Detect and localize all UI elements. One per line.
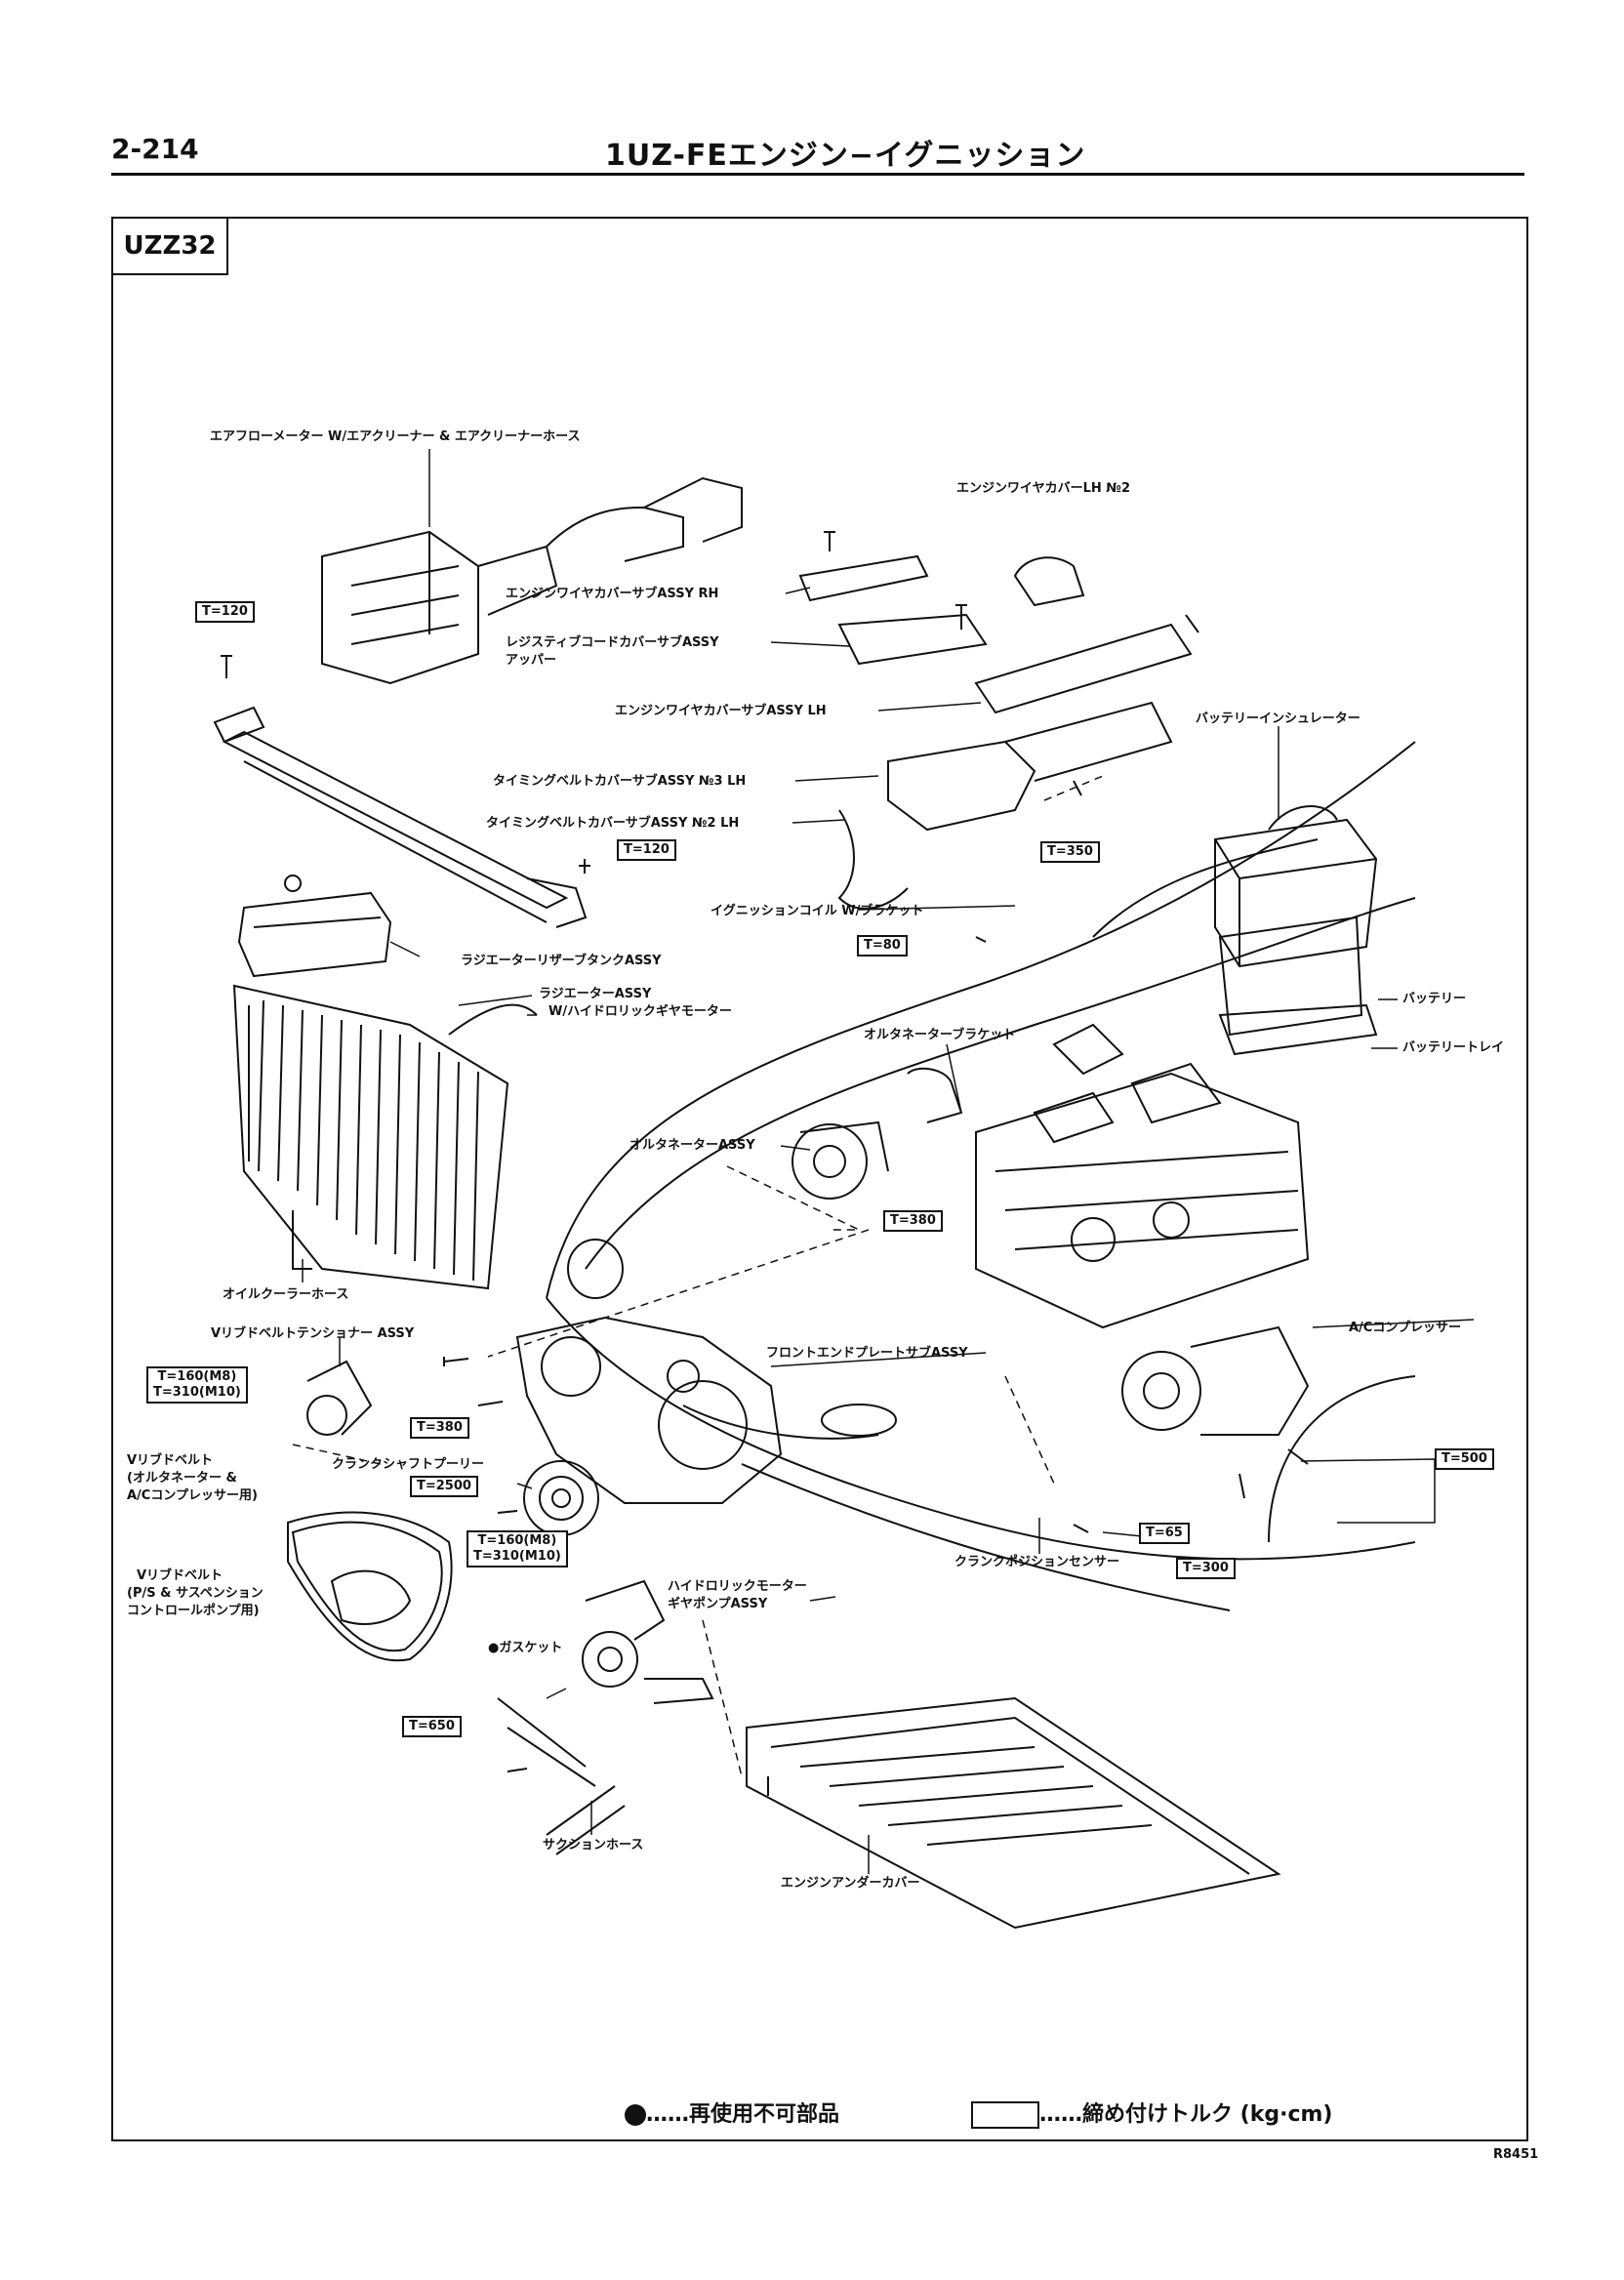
- torque-box: T=350: [1040, 841, 1100, 863]
- torque-box: T=65: [1139, 1523, 1190, 1544]
- page-number: 2-214: [111, 133, 199, 165]
- label-battery-tray: バッテリートレイ: [1402, 1040, 1505, 1055]
- label-resistive-cord-cover-upper: アッパー: [506, 653, 557, 668]
- label-resistive-cord-cover: レジスティブコードカバーサブASSY: [506, 635, 719, 650]
- label-hydraulic-motor-pump: ギヤポンプASSY: [668, 1597, 768, 1611]
- torque-box: T=650: [402, 1716, 462, 1737]
- torque-box: T=380: [883, 1210, 943, 1232]
- torque-box: T=380: [410, 1417, 469, 1439]
- label-battery: バッテリー: [1402, 992, 1467, 1006]
- label-battery-insulator: バッテリーインシュレーター: [1196, 712, 1360, 726]
- label-hydraulic-motor: ハイドロリックモーター: [668, 1579, 807, 1594]
- label-v-belt-2-line2: (P/S & サスペンション: [127, 1586, 264, 1601]
- radiator-support-drawing: [213, 706, 588, 928]
- v-belts-drawing: [287, 1511, 453, 1662]
- label-timing-belt-cover-no3: タイミングベルトカバーサブASSY №3 LH: [493, 774, 747, 789]
- header-rule: [111, 173, 1524, 176]
- label-oil-cooler-hose: オイルクーラーホース: [223, 1287, 349, 1302]
- hydraulic-pump-drawing: [582, 1579, 714, 1704]
- label-v-belt-1-line2: (オルタネーター &: [127, 1471, 237, 1486]
- alternator-drawing: [792, 1067, 963, 1200]
- label-v-belt-1: Vリブドベルト: [127, 1453, 214, 1468]
- label-gasket: ●ガスケット: [488, 1641, 563, 1655]
- torque-m10: T=310(M10): [153, 1385, 241, 1400]
- diagram-frame: [111, 217, 1528, 2141]
- label-v-belt-2-line3: コントロールポンプ用): [127, 1604, 260, 1618]
- engine-drawing: [975, 1023, 1310, 1329]
- reserve-tank-drawing: [237, 875, 392, 978]
- torque-box-m8-m10: T=160(M8) T=310(M10): [467, 1530, 568, 1568]
- car-body-outline: [546, 741, 1416, 1611]
- non-reusable-dot-icon: [625, 2104, 646, 2126]
- torque-box: T=80: [857, 935, 908, 957]
- leader-lines: [302, 449, 1475, 1874]
- label-wire-cover-lh-no2: エンジンワイヤカバーLH №2: [956, 481, 1130, 496]
- torque-box: T=500: [1435, 1448, 1494, 1470]
- torque-box: T=120: [617, 839, 676, 861]
- label-airflow-meter: エアフローメーター W/エアクリーナー & エアクリーナーホース: [210, 429, 581, 444]
- crank-pulley-drawing: [523, 1460, 599, 1536]
- bolts-drawing: [221, 531, 1309, 1796]
- label-v-belt-2: Vリブドベルト: [137, 1568, 223, 1583]
- label-ac-compressor: A/Cコンプレッサー: [1349, 1321, 1461, 1335]
- front-end-plate-drawing: [515, 1316, 783, 1504]
- legend-torque: ……締め付けトルク (kg·cm): [971, 2097, 1332, 2129]
- label-radiator-hydraulic: W/ハイドロリックギヤモーター: [548, 1004, 732, 1019]
- label-wire-cover-sub-rh: エンジンワイヤカバーサブASSY RH: [506, 587, 719, 601]
- page-title: 1UZ-FEエンジン−イグニッション: [605, 139, 1086, 173]
- torque-box-m8-m10: T=160(M8) T=310(M10): [146, 1366, 248, 1404]
- label-crank-position-sensor: クランクポジションセンサー: [954, 1555, 1120, 1569]
- ac-compressor-drawing: [1121, 1325, 1310, 1436]
- legend-non-reusable: ……再使用不可部品: [625, 2097, 839, 2128]
- label-v-belt-1-line3: A/Cコンプレッサー用): [127, 1488, 258, 1503]
- torque-m10: T=310(M10): [473, 1549, 561, 1564]
- label-alternator-bracket: オルタネーターブラケット: [864, 1028, 1016, 1042]
- label-engine-under-cover: エンジンアンダーカバー: [781, 1876, 920, 1891]
- torque-box-icon: [971, 2101, 1039, 2129]
- label-suction-hose: サクションホース: [543, 1838, 644, 1852]
- air-cleaner-drawing: [321, 476, 743, 685]
- legend-torque-text: ……締め付けトルク (kg·cm): [1039, 2102, 1333, 2127]
- radiator-drawing: [232, 984, 538, 1290]
- label-wire-cover-sub-lh: エンジンワイヤカバーサブASSY LH: [615, 704, 827, 718]
- reference-code: R8451: [1493, 2147, 1539, 2162]
- torque-m8: T=160(M8): [477, 1533, 557, 1548]
- label-timing-belt-cover-no2: タイミングベルトカバーサブASSY №2 LH: [486, 816, 740, 831]
- torque-m8: T=160(M8): [157, 1369, 237, 1384]
- label-radiator-reservoir: ラジエーターリザーブタンクASSY: [461, 954, 662, 968]
- battery-drawing: [1214, 805, 1378, 1056]
- label-crank-pulley: クランクシャフトプーリー: [332, 1457, 485, 1472]
- legend-non-reusable-text: ……再使用不可部品: [646, 2102, 840, 2127]
- tensioner-drawing: [306, 1360, 373, 1436]
- suction-hose-drawing: [497, 1697, 626, 1855]
- label-ignition-coil: イグニッションコイル W/ブラケット: [710, 904, 924, 918]
- torque-box: T=300: [1176, 1558, 1236, 1579]
- label-v-ribbed-tensioner: Vリブドベルトテンショナー ASSY: [211, 1326, 415, 1341]
- dashed-guides: [292, 775, 1104, 1777]
- label-front-end-plate: フロントエンドプレートサブASSY: [766, 1346, 968, 1361]
- wire-covers-drawing: [798, 554, 1193, 910]
- torque-box: T=2500: [410, 1476, 478, 1497]
- under-cover-drawing: [746, 1696, 1281, 1930]
- label-radiator: ラジエーターASSY: [539, 987, 652, 1001]
- model-code-box: UZZ32: [111, 217, 228, 275]
- label-alternator: オルタネーターASSY: [629, 1138, 755, 1153]
- torque-box: T=120: [195, 601, 255, 623]
